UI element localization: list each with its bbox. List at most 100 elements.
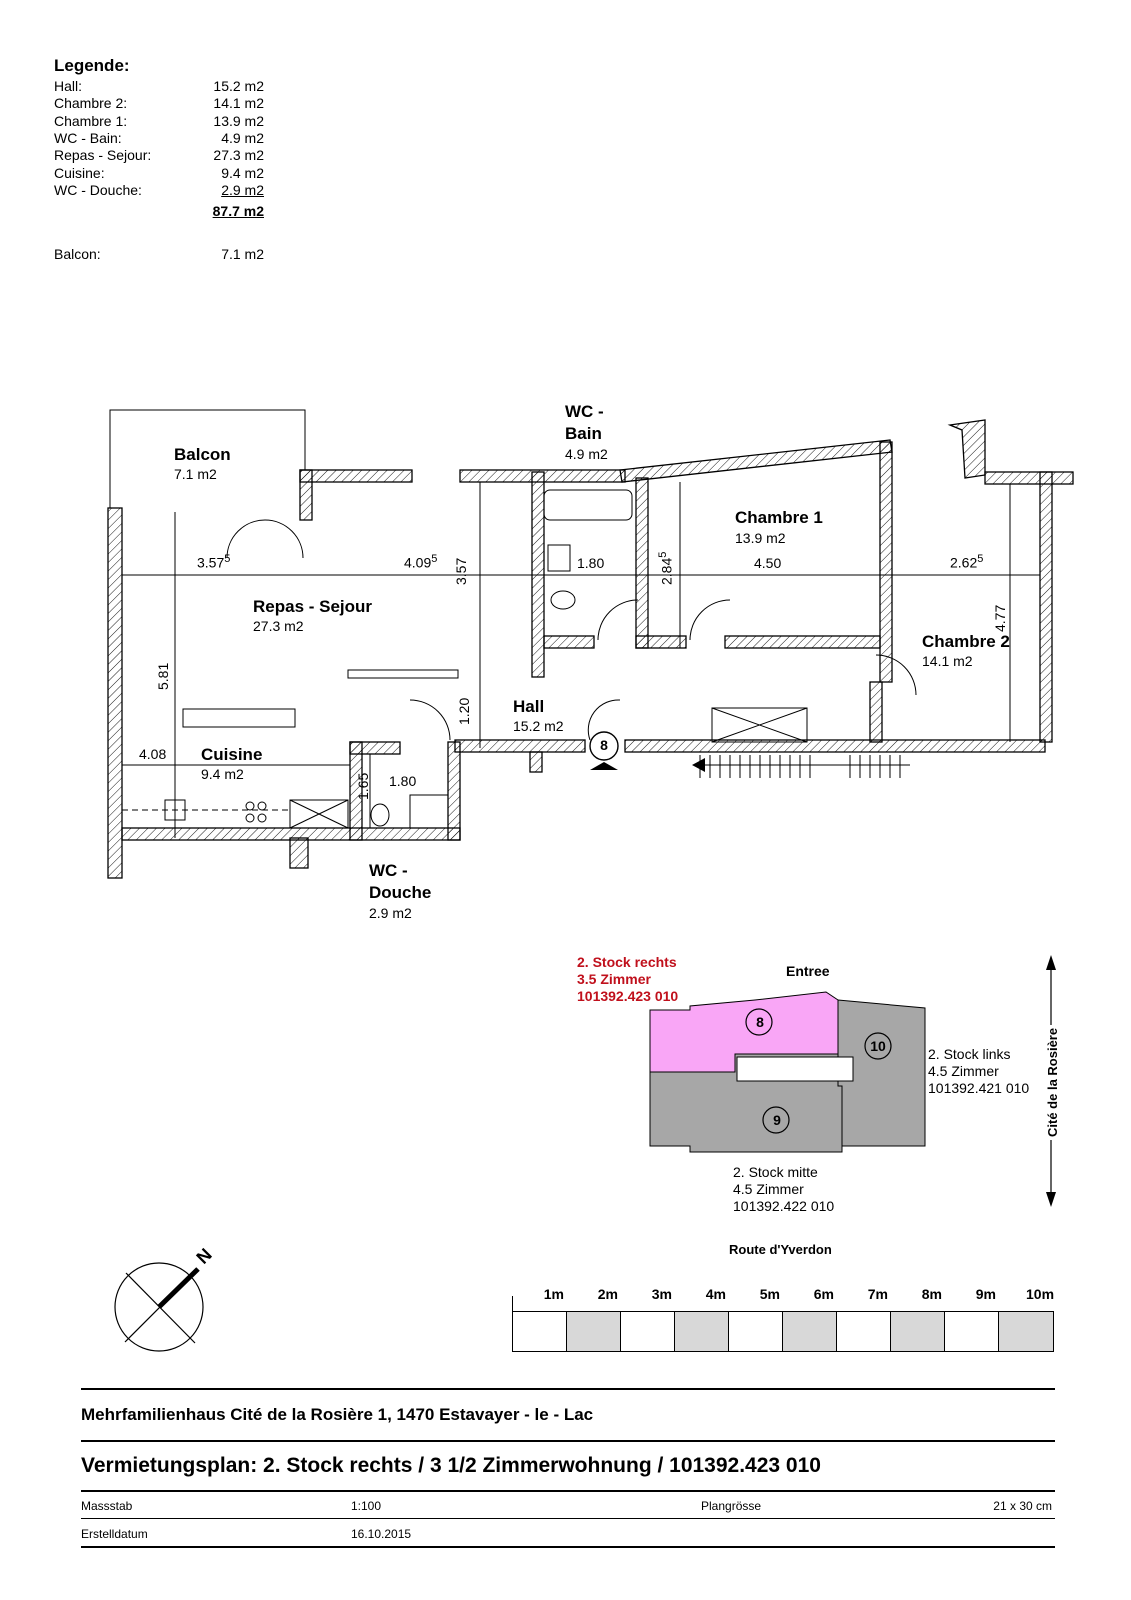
scale-bar-segment — [567, 1312, 621, 1351]
dimension-lines — [122, 482, 1040, 838]
legend-row-label: Cuisine: — [54, 164, 105, 181]
scale-bar-label: 3m — [651, 1286, 672, 1302]
scale-bar-segment — [675, 1312, 729, 1351]
footer-massstab-label: Massstab — [81, 1499, 133, 1513]
room-wc-bain-area: 4.9 m2 — [565, 446, 608, 462]
legend-row-label: Hall: — [54, 78, 83, 94]
dim-label-5: 2.625 — [950, 553, 984, 571]
mitte-line-2: 4.5 Zimmer — [733, 1181, 804, 1197]
arrow-up-icon — [1046, 955, 1056, 970]
mitte-line-3: 101392.422 010 — [733, 1198, 835, 1214]
room-cuisine-area: 9.4 m2 — [201, 766, 244, 782]
room-wc-bain-name-2: Bain — [565, 424, 602, 443]
scale-bar-label: 6m — [813, 1286, 834, 1302]
key-plan — [649, 955, 1056, 1207]
compass-circle — [114, 1262, 204, 1352]
keyplan-marker-9 — [762, 1106, 790, 1134]
scale-bar-segment — [945, 1312, 999, 1351]
footer-datum-label: Erstelldatum — [81, 1527, 148, 1541]
keyplan-mitte-label: 2. Stock mitte 4.5 Zimmer 101392.422 010 — [733, 1164, 834, 1215]
street-bottom-label: Route d'Yverdon — [727, 1242, 834, 1257]
legend-title: Legende: — [54, 56, 130, 75]
legend-row: Chambre 2: 14.1 m2 — [54, 95, 264, 113]
scale-bar-start-tick — [512, 1296, 513, 1311]
scale-bar-label: 2m — [597, 1286, 618, 1302]
footer-plangroesse-label: Plangrösse — [701, 1499, 762, 1513]
legend-row-label: Chambre 2: — [54, 95, 128, 112]
legend-total: 87.7 m2 — [54, 203, 264, 221]
selected-line-3: 101392.423 010 — [577, 988, 679, 1004]
legend-row-value: 9.4 m2 — [221, 164, 264, 181]
room-chambre1-name: Chambre 1 — [735, 508, 823, 527]
compass-needle-icon — [157, 1267, 200, 1309]
fixtures — [122, 489, 917, 829]
footer-massstab-value: 1:100 — [351, 1499, 382, 1513]
keyplan-entree: Entree — [786, 963, 830, 979]
scale-bar-label: 9m — [975, 1286, 996, 1302]
legend-balcon-label: Balcon: — [54, 246, 101, 262]
legend-total-value: 87.7 m2 — [212, 203, 264, 219]
room-wc-douche-name-1: WC - — [369, 861, 408, 880]
keyplan-number-10: 10 — [870, 1038, 886, 1054]
north-arrow — [114, 1262, 204, 1352]
room-chambre1-area: 13.9 m2 — [735, 530, 786, 546]
footer-rule-1 — [81, 1388, 1055, 1390]
links-line-1: 2. Stock links — [928, 1046, 1011, 1062]
dim-label-1: 3.575 — [197, 553, 231, 571]
scale-bar-segment — [891, 1312, 945, 1351]
dim-label-3: 1.80 — [577, 555, 605, 571]
room-sejour-name: Repas - Sejour — [253, 597, 373, 616]
footer-rule-3 — [81, 1490, 1055, 1492]
street-side-label: Cité de la Rosière — [1045, 1024, 1060, 1140]
room-wc-douche-area: 2.9 m2 — [369, 905, 412, 921]
footer-datum-value: 16.10.2015 — [351, 1527, 412, 1541]
room-sejour-area: 27.3 m2 — [253, 618, 304, 634]
legend-row-label: WC - Bain: — [54, 129, 122, 146]
legend-row-value: 13.9 m2 — [213, 112, 264, 129]
legend-row-value: 27.3 m2 — [213, 147, 264, 164]
entrance-arrow-icon — [590, 762, 618, 770]
room-balcon-area: 7.1 m2 — [174, 466, 217, 482]
footer-plangroesse-value: 21 x 30 cm — [993, 1499, 1052, 1513]
scale-bar-label: 1m — [543, 1286, 564, 1302]
scale-bar-segment — [729, 1312, 783, 1351]
footer-rule-5 — [81, 1546, 1055, 1548]
room-hall-area: 15.2 m2 — [513, 718, 564, 734]
legend-row: Cuisine: 9.4 m2 — [54, 165, 264, 183]
room-wc-bain-name-1: WC - — [565, 402, 604, 421]
keyplan-number-9: 9 — [773, 1112, 781, 1128]
footer-title: Vermietungsplan: 2. Stock rechts / 3 1/2… — [81, 1454, 821, 1477]
dim-label-4: 4.50 — [754, 555, 782, 571]
stair-arrow-icon — [692, 758, 705, 772]
legend-row-label: WC - Douche: — [54, 181, 142, 198]
keyplan-number-8: 8 — [756, 1014, 764, 1030]
room-cuisine-name: Cuisine — [201, 745, 263, 764]
keyplan-unit-rechts — [649, 991, 839, 1073]
arrow-down-icon — [1046, 1192, 1056, 1207]
room-chambre2-area: 14.1 m2 — [922, 653, 973, 669]
scale-bar-segment — [513, 1312, 567, 1351]
room-wc-douche-name-2: Douche — [369, 883, 432, 902]
legend-row-label: Repas - Sejour: — [54, 147, 152, 164]
dim-label-11: 4.08 — [139, 746, 167, 762]
scale-bar-label: 10m — [1026, 1286, 1055, 1302]
footer-address: Mehrfamilienhaus Cité de la Rosière 1, 1… — [81, 1405, 594, 1424]
scale-bar-label: 7m — [867, 1286, 888, 1302]
floor-plan — [107, 409, 1074, 879]
selected-line-2: 3.5 Zimmer — [577, 971, 651, 987]
legend-row-value: 14.1 m2 — [213, 95, 264, 112]
mitte-line-1: 2. Stock mitte — [733, 1164, 818, 1180]
scale-bar-label: 4m — [705, 1286, 726, 1302]
legend-row: Chambre 1:13.9 m2 — [54, 113, 264, 131]
selected-line-1: 2. Stock rechts — [577, 954, 677, 970]
legend-balcon-value: 7.1 m2 — [221, 246, 264, 262]
walls — [107, 419, 1074, 879]
keyplan-marker-8 — [745, 1008, 773, 1036]
keyplan-selected-label: 2. Stock rechts 3.5 Zimmer 101392.423 01… — [577, 954, 678, 1005]
keyplan-stairwell — [736, 1056, 854, 1082]
dim-label-2: 4.095 — [404, 553, 438, 571]
legend-row: WC - Douche:2.9 m2 — [54, 182, 264, 200]
entrance-marker — [589, 731, 619, 761]
scale-bar-segment — [837, 1312, 891, 1351]
dim-label-13: 1.80 — [389, 773, 417, 789]
